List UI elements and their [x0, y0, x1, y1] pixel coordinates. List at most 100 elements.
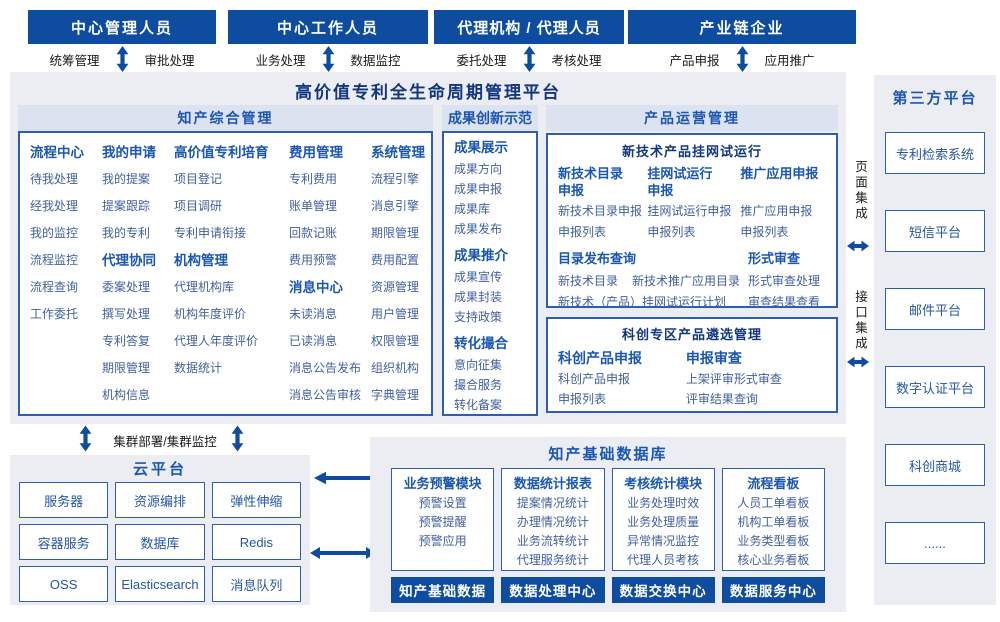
- cloud-service-box: OSS: [19, 566, 109, 602]
- menu-item: 代理机构库: [174, 280, 235, 294]
- trial-run-title: 新技术产品挂网试运行: [621, 144, 762, 159]
- menu-item: 新技术目录: [558, 274, 619, 288]
- menu-item: 新技术（产品）挂网试运行计划: [558, 295, 727, 309]
- group-title: 成果展示: [454, 140, 508, 155]
- menu-item: 代理人年度评价: [174, 334, 259, 348]
- left-arrow-icon: [314, 471, 396, 485]
- menu-item: 成果方向: [454, 162, 503, 176]
- section-title: 成果创新示范: [442, 105, 538, 131]
- db-module: 考核统计模块 业务处理时效业务处理质量异常情况监控代理人员考核: [611, 468, 715, 571]
- page-integration-label: 页面集成: [853, 160, 867, 222]
- menu-item: 提案跟踪: [102, 199, 151, 213]
- menu-item: 挂网试运行申报: [647, 204, 732, 218]
- menu-item: 用户管理: [371, 307, 420, 321]
- menu-item: 我的提案: [102, 172, 151, 186]
- db-module-item: 提案情况统计: [516, 496, 589, 510]
- section-innovation-demo: 成果创新示范 成果展示 成果方向成果申报成果库成果发布 成果推介 成果宣传成果封…: [442, 105, 538, 416]
- actor-center-managers: 中心管理人员 统筹管理 审批处理: [28, 10, 216, 74]
- db-module-title: 数据统计报表: [513, 476, 592, 491]
- menu-item: 支持政策: [454, 310, 503, 324]
- interface-integration-label: 接口集成: [853, 290, 867, 352]
- menu-item: 期限管理: [102, 361, 151, 375]
- db-module-title: 考核统计模块: [624, 476, 703, 491]
- cloud-service-box: Elasticsearch: [115, 566, 205, 602]
- third-party-panel: 第三方平台 专利检索系统短信平台邮件平台数字认证平台科创商城......: [874, 75, 996, 605]
- menu-item: 资源管理: [371, 280, 420, 294]
- db-module-item: 办理情况统计: [516, 515, 589, 529]
- cloud-service-box: 数据库: [115, 524, 205, 560]
- vertical-double-arrow-icon: [231, 425, 244, 452]
- actor-role-right: 应用推广: [764, 53, 815, 68]
- actor-header: 代理机构 / 代理人员: [434, 10, 624, 44]
- menu-item: 消息引擎: [371, 199, 420, 213]
- actor-role-left: 产品申报: [669, 53, 720, 68]
- menu-item: 机构年度评价: [174, 307, 247, 321]
- menu-item: 新技术推广应用目录: [632, 274, 741, 288]
- db-center-bar: 数据服务中心: [721, 577, 825, 603]
- cloud-service-box: 弹性伸缩: [211, 482, 301, 518]
- menu-item: 项目调研: [174, 199, 223, 213]
- group-title: 流程中心: [30, 145, 84, 160]
- menu-item: 消息公告审核: [289, 388, 362, 402]
- third-party-system-box: 专利检索系统: [885, 132, 985, 174]
- group-title: 高价值专利培育: [174, 145, 269, 160]
- third-party-system-box: 邮件平台: [885, 288, 985, 330]
- db-center-bar: 数据处理中心: [501, 577, 605, 603]
- third-party-system-box: ......: [885, 522, 985, 564]
- menu-item: 数据统计: [174, 361, 223, 375]
- db-module-item: 业务类型看板: [737, 534, 810, 548]
- menu-item: 流程引擎: [371, 172, 420, 186]
- db-module-item: 预警提醒: [418, 515, 467, 529]
- selection-box: 科创专区产品遴选管理 科创产品申报 科创产品申报申报列表 申报审查 上架评审形式…: [546, 317, 838, 413]
- third-party-system-box: 数字认证平台: [885, 366, 985, 408]
- group-title: 形式审查: [748, 251, 801, 266]
- db-module-item: 代理人员考核: [627, 553, 700, 567]
- menu-item: 形式审查处理: [748, 274, 821, 288]
- menu-item: 成果申报: [454, 182, 503, 196]
- db-module-item: 业务处理时效: [627, 496, 700, 510]
- menu-item: 流程查询: [30, 280, 79, 294]
- menu-item: 申报列表: [740, 225, 789, 239]
- vertical-double-arrow-icon: [79, 425, 92, 452]
- group-title: 申报审查: [685, 350, 742, 366]
- selection-title: 科创专区产品遴选管理: [621, 327, 762, 342]
- menu-item: 成果发布: [454, 222, 503, 236]
- section-title: 知产综合管理: [18, 105, 433, 131]
- menu-item: 专利答复: [102, 334, 151, 348]
- cloud-service-box: 容器服务: [19, 524, 109, 560]
- db-center-bar: 知产基础数据: [391, 577, 495, 603]
- menu-item: 费用配置: [371, 253, 420, 267]
- menu-item: 期限管理: [371, 226, 420, 240]
- menu-item: 经我处理: [30, 199, 79, 213]
- menu-item: 成果库: [454, 202, 491, 216]
- group-title: 系统管理: [371, 145, 425, 160]
- menu-item: 专利申请衔接: [174, 226, 247, 240]
- vertical-double-arrow-icon: [736, 46, 748, 72]
- db-module: 业务预警模块 预警设置预警提醒预警应用: [391, 468, 495, 571]
- menu-item: 组织机构: [371, 361, 420, 375]
- menu-item: 推广应用申报: [740, 204, 813, 218]
- menu-item: 回款记账: [289, 226, 338, 240]
- menu-item: 申报列表: [558, 225, 607, 239]
- menu-item: 机构信息: [102, 388, 151, 402]
- group-title: 转化撮合: [454, 336, 508, 351]
- db-module-title: 业务预警模块: [403, 476, 482, 491]
- menu-item: 账单管理: [289, 199, 338, 213]
- menu-item: 工作委托: [30, 307, 79, 321]
- db-module: 数据统计报表 提案情况统计办理情况统计业务流转统计代理服务统计: [501, 468, 605, 571]
- menu-item: 未读消息: [289, 307, 338, 321]
- menu-item: 意向征集: [454, 358, 503, 372]
- cloud-platform-title: 云平台: [132, 461, 187, 478]
- group-title: 消息中心: [289, 280, 343, 295]
- menu-item: 权限管理: [371, 334, 420, 348]
- menu-item: 申报列表: [647, 225, 696, 239]
- menu-item: 审查结果查看: [748, 295, 821, 309]
- group-title: 目录发布查询: [558, 251, 637, 266]
- menu-item: 消息公告发布: [289, 361, 362, 375]
- db-module-item: 预警设置: [418, 496, 467, 510]
- actor-role-right: 数据监控: [350, 53, 401, 68]
- db-module-item: 代理服务统计: [516, 553, 589, 567]
- group-title: 科创产品申报: [558, 350, 642, 366]
- group-title: 挂网试运行申报: [647, 166, 713, 198]
- third-party-system-box: 短信平台: [885, 210, 985, 252]
